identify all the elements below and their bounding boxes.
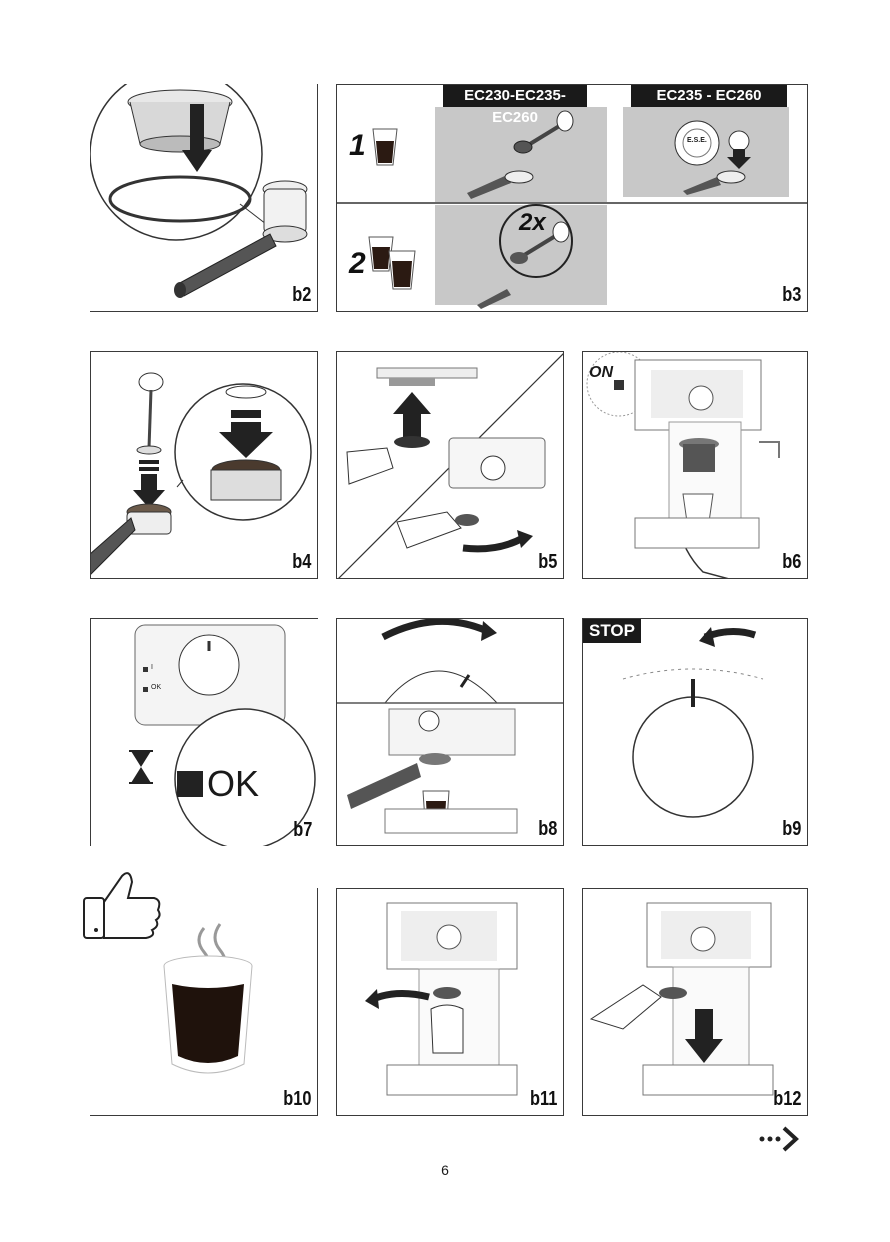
panel-b6: ON b6 [582,351,808,579]
power-indicator-text: I [151,664,153,671]
dotted-arrow-right-icon[interactable] [758,1124,802,1154]
panel-b5: b5 [336,351,564,579]
ready-indicator-illustration [91,619,318,846]
power-on-illustration [583,352,808,579]
panel-label: b5 [538,551,557,574]
page-number: 6 [0,1162,890,1178]
ese-label: E.S.E. [687,137,707,144]
empty-filter-holder-illustration [583,889,808,1116]
panel-label: b7 [293,819,312,842]
panel-b12: b12 [582,888,808,1116]
panel-label: b9 [782,818,801,841]
panel-b11: b11 [336,888,564,1116]
panel-label: b2 [292,284,311,307]
on-indicator-text: ON [589,364,613,382]
panel-b2: b2 [90,84,318,312]
panel-b9: STOP b9 [582,618,808,846]
panel-label: b3 [782,284,801,307]
ok-indicator-text: OK [151,684,161,691]
panel-label: b12 [773,1088,801,1111]
model-header-left: EC230-EC235-EC260 [443,85,587,107]
ok-ready-text: OK [207,763,259,805]
panel-b3: EC230-EC235-EC260 EC235 - EC260 1 2 2x E… [336,84,808,312]
stop-knob-illustration [583,619,808,846]
panel-label: b10 [283,1088,311,1111]
tamping-illustration [91,352,318,579]
step-number-2: 2 [349,247,366,281]
model-header-right: EC235 - EC260 [631,85,787,107]
brew-knob-illustration [337,619,564,846]
coffee-dose-illustration [337,85,808,312]
panel-label: b6 [782,551,801,574]
thumbs-up-icon [82,868,164,944]
insert-filter-holder-illustration [337,352,564,579]
panel-b4: b4 [90,351,318,579]
panel-b8: b8 [336,618,564,846]
panel-label: b11 [530,1088,557,1111]
panel-label: b4 [292,551,311,574]
panel-b7: I OK OK b7 [90,618,318,846]
panel-label: b8 [538,818,557,841]
step-number-1: 1 [349,129,366,163]
remove-filter-holder-illustration [337,889,564,1116]
filter-holder-illustration [90,84,318,312]
repeat-count: 2x [519,209,546,237]
stop-badge: STOP [583,619,641,643]
